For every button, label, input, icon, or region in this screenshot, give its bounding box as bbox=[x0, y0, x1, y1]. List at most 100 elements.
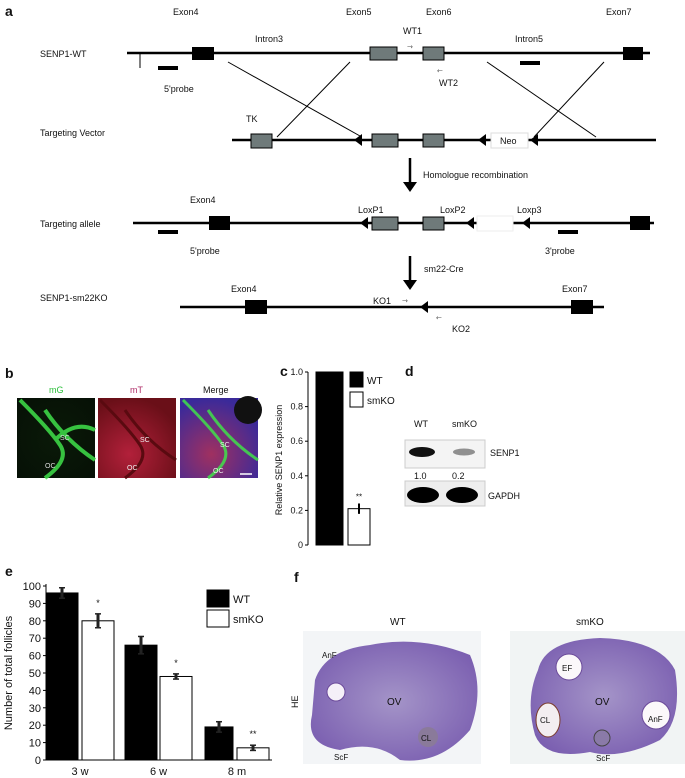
y-tick-label: 30 bbox=[29, 703, 41, 715]
tk-box bbox=[250, 133, 273, 149]
probe5-bar bbox=[158, 66, 178, 70]
ko-exon4-box bbox=[245, 300, 267, 314]
loxp3-triangle bbox=[522, 217, 530, 229]
wt2-label: WT2 bbox=[439, 78, 458, 88]
neo-label: Neo bbox=[500, 136, 517, 146]
quant-smko: 0.2 bbox=[452, 471, 465, 481]
ko-exon7-label: Exon7 bbox=[562, 284, 588, 294]
wt1-arrow-icon: ⇾ bbox=[407, 44, 413, 51]
y-tick-label: 90 bbox=[29, 598, 41, 610]
wt2-arrow-icon: ⇽ bbox=[437, 68, 443, 75]
panel-label-a: a bbox=[5, 3, 13, 19]
probe5-label: 5'probe bbox=[164, 84, 194, 94]
ko-exon4-label: Exon4 bbox=[231, 284, 257, 294]
wt-corpus-luteum bbox=[418, 727, 438, 747]
he-label: HE bbox=[290, 695, 300, 708]
merge-title: Merge bbox=[203, 385, 229, 395]
exon6-header: Exon6 bbox=[426, 7, 452, 17]
f-title-wt: WT bbox=[390, 617, 406, 628]
y-axis-label: Number of total follicles bbox=[3, 615, 15, 730]
step2-label: sm22-Cre bbox=[424, 264, 464, 274]
merge-dark-region bbox=[234, 396, 262, 424]
allele-exon4-label: Exon4 bbox=[190, 195, 216, 205]
allele-exon7-box bbox=[630, 216, 650, 230]
neo-box bbox=[490, 132, 529, 149]
y-tick-label: 20 bbox=[29, 720, 41, 732]
intron3-label: Intron3 bbox=[255, 34, 283, 44]
y-tick-label: 0 bbox=[298, 540, 303, 550]
legend-label: smKO bbox=[233, 614, 264, 626]
western-blot: WT smKO SENP1 1.0 0.2 GAPDH bbox=[404, 419, 520, 507]
row-label-vector: Targeting Vector bbox=[40, 128, 105, 138]
allele-neo-box bbox=[476, 215, 514, 232]
recombination-cross-lines bbox=[227, 61, 605, 138]
wt-anf-label: AnF bbox=[322, 651, 337, 660]
gene-targeting-diagram: Exon4 Exon5 Exon6 Exon7 SENP1-WT 5'probe… bbox=[40, 7, 656, 334]
legend-swatch-smko bbox=[349, 391, 364, 408]
legend-swatch-smko bbox=[206, 609, 230, 628]
loxp3-label: Loxp3 bbox=[517, 205, 542, 215]
exon5-header: Exon5 bbox=[346, 7, 372, 17]
allele-exon6-box bbox=[422, 216, 445, 231]
intron5-label: Intron5 bbox=[515, 34, 543, 44]
merge-signal bbox=[181, 398, 259, 480]
band-label-gapdh: GAPDH bbox=[488, 491, 520, 501]
smko-antral-follicle bbox=[641, 700, 671, 730]
tk-label: TK bbox=[246, 114, 258, 124]
lane-label-wt: WT bbox=[414, 419, 428, 429]
bar-smko bbox=[81, 620, 115, 761]
x-tick-label: 3 w bbox=[71, 766, 88, 778]
legend-swatch-wt bbox=[206, 589, 230, 608]
quant-wt: 1.0 bbox=[414, 471, 427, 481]
y-tick-label: 10 bbox=[29, 738, 41, 750]
y-axis-label: Relative SENP1 expression bbox=[274, 405, 284, 516]
senp1-band-wt bbox=[409, 447, 435, 457]
y-tick-label: 70 bbox=[29, 633, 41, 645]
exon7-box bbox=[623, 47, 643, 60]
exon4-box bbox=[192, 47, 214, 60]
vector-exon5-box bbox=[371, 133, 399, 148]
allele-probe5-bar bbox=[158, 230, 178, 234]
gapdh-band-smko bbox=[446, 487, 478, 503]
bar-wt bbox=[45, 592, 79, 761]
smko-ov-label: OV bbox=[595, 697, 610, 708]
loxp1-triangle bbox=[360, 217, 368, 229]
y-tick-label: 50 bbox=[29, 668, 41, 680]
exon6-box bbox=[422, 46, 445, 61]
sc-label: SC bbox=[220, 442, 230, 449]
mt-boundary bbox=[98, 398, 177, 480]
loxp-triangle bbox=[478, 134, 486, 146]
ko-exon7-box bbox=[571, 300, 593, 314]
wt-antral-follicle bbox=[326, 682, 346, 702]
exon4-header: Exon4 bbox=[173, 7, 199, 17]
y-tick-label: 0.6 bbox=[290, 436, 303, 446]
bar-smko bbox=[347, 508, 371, 546]
bar-wt bbox=[124, 644, 158, 761]
fluorescence-images: mG mT Merge SC OC SC OC SC OC bbox=[17, 385, 262, 480]
sc-label: SC bbox=[60, 435, 70, 442]
wt-cl-label: CL bbox=[421, 734, 432, 743]
loxp-triangle bbox=[530, 134, 538, 146]
exon7-header: Exon7 bbox=[606, 7, 632, 17]
oc-label: OC bbox=[127, 465, 138, 472]
panel-label-c: c bbox=[280, 363, 288, 379]
bar-wt bbox=[315, 371, 344, 546]
panel-label-e: e bbox=[5, 563, 13, 579]
oc-label: OC bbox=[45, 463, 56, 470]
ko1-label: KO1 bbox=[373, 296, 391, 306]
significance-marker: ** bbox=[249, 729, 257, 739]
loxp1-label: LoxP1 bbox=[358, 205, 384, 215]
y-tick-label: 0.2 bbox=[290, 505, 303, 515]
senp1-band-smko bbox=[453, 448, 475, 456]
significance-marker: * bbox=[174, 658, 178, 668]
bar-smko bbox=[159, 675, 193, 761]
f-title-smko: smKO bbox=[576, 617, 604, 628]
panel-label-f: f bbox=[294, 569, 299, 585]
row-label-ko: SENP1-sm22KO bbox=[40, 293, 108, 303]
row-label-allele: Targeting allele bbox=[40, 219, 101, 229]
allele-probe5-label: 5'probe bbox=[190, 246, 220, 256]
probe3-label: 3'probe bbox=[545, 246, 575, 256]
ko2-arrow-icon: ⇽ bbox=[436, 315, 442, 322]
